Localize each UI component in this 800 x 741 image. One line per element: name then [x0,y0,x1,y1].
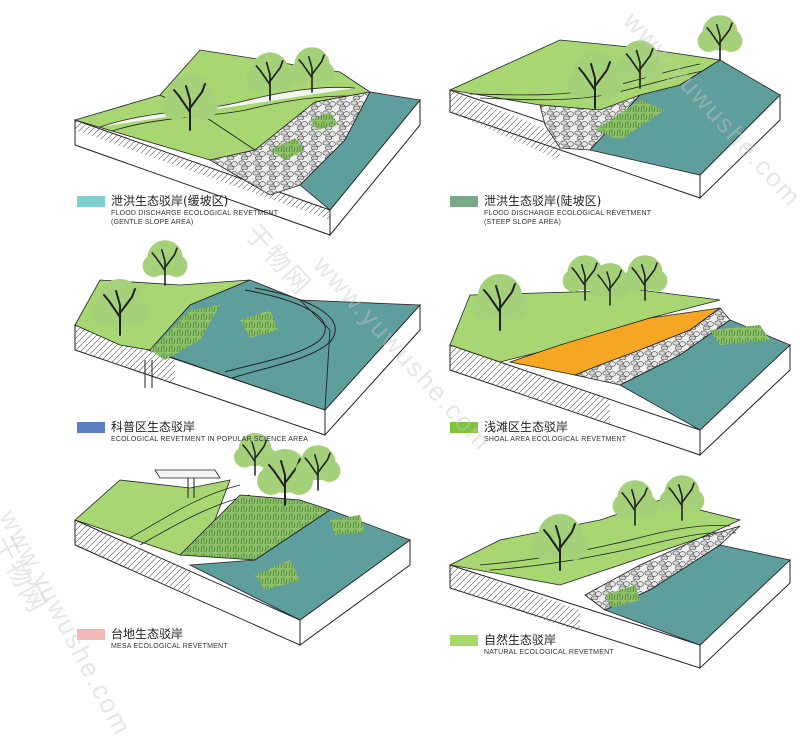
panel-natural [448,474,791,670]
panel-shoal-area [449,254,791,457]
legend-title-zh: 泄洪生态驳岸(陡坡区) [484,194,602,208]
panel-steep-slope [448,14,781,200]
legend-swatch [77,196,105,207]
legend-title-en: FLOOD DISCHARGE ECOLOGICAL REVETMENT [484,210,652,217]
panel-popular-science [74,239,421,437]
legend-gentle-slope: 泄洪生态驳岸(缓坡区) FLOOD DISCHARGE ECOLOGICAL R… [77,193,278,227]
legend-swatch [450,635,478,646]
legend-title-zh: 自然生态驳岸 [484,633,557,647]
panel-gentle-slope [73,46,421,237]
legend-title-en: NATURAL ECOLOGICAL REVETMENT [484,649,614,656]
legend-shoal-area: 浅滩区生态驳岸 SHOAL AREA ECOLOGICAL REVETMENT [450,419,626,444]
legend-swatch [77,629,105,640]
legend-title-zh: 台地生态驳岸 [111,627,184,641]
legend-title-zh: 泄洪生态驳岸(缓坡区) [111,194,229,208]
legend-title-en: MESA ECOLOGICAL REVETMENT [111,643,228,650]
legend-mesa: 台地生态驳岸 MESA ECOLOGICAL REVETMENT [77,626,228,651]
legend-title-en: SHOAL AREA ECOLOGICAL REVETMENT [484,436,627,443]
legend-popular-science: 科普区生态驳岸 ECOLOGICAL REVETMENT IN POPULAR … [77,419,308,444]
legend-subtitle-en: (STEEP SLOPE AREA) [484,219,561,226]
legend-title-zh: 浅滩区生态驳岸 [484,420,569,434]
legend-steep-slope: 泄洪生态驳岸(陡坡区) FLOOD DISCHARGE ECOLOGICAL R… [450,193,651,227]
revetment-diagram [73,14,791,670]
panel-mesa [74,432,411,646]
legend-swatch [450,422,478,433]
legend-title-en: FLOOD DISCHARGE ECOLOGICAL REVETMENT [111,210,279,217]
legend-swatch [77,422,105,433]
legend-natural: 自然生态驳岸 NATURAL ECOLOGICAL REVETMENT [450,632,614,657]
legend-title-en: ECOLOGICAL REVETMENT IN POPULAR SCIENCE … [111,436,309,443]
legend-swatch [450,196,478,207]
legend-subtitle-en: (GENTLE SLOPE AREA) [111,219,194,226]
legend-title-zh: 科普区生态驳岸 [111,420,196,434]
